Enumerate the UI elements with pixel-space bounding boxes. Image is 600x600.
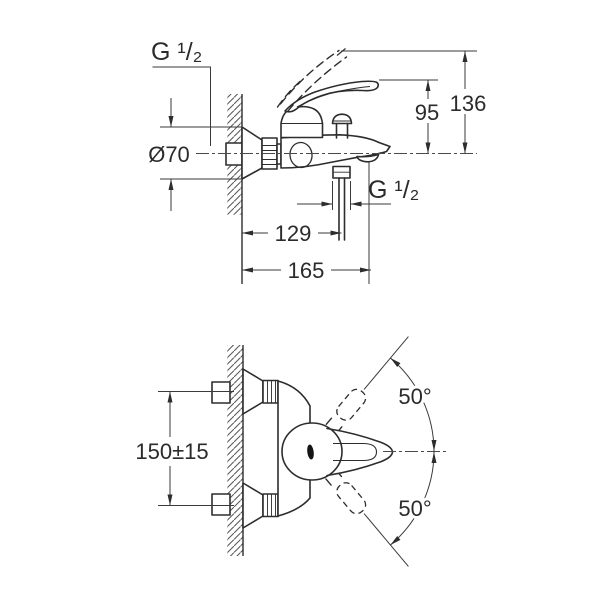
label-inlet-thread: G ¹/₂ xyxy=(151,38,202,66)
dimension-spacing-150: 150±15 xyxy=(135,391,234,506)
dimension-height-136: 136 xyxy=(341,50,487,154)
label-projection-165: 165 xyxy=(288,258,325,283)
aerator-outlet xyxy=(356,153,380,163)
label-swing-down: 50° xyxy=(398,496,431,521)
dimension-offset-129: 129 xyxy=(242,221,342,246)
mixer-body-front xyxy=(280,134,391,169)
wall-hatch-front xyxy=(227,94,243,284)
handle-raised-dashed xyxy=(276,48,348,112)
label-spacing-150: 150±15 xyxy=(135,439,208,464)
label-escutcheon-diameter: Ø70 xyxy=(148,142,190,167)
plan-view: 50° 50° 150±15 xyxy=(135,336,446,567)
diverter-knob xyxy=(331,113,353,139)
label-swing-up: 50° xyxy=(398,384,431,409)
handle-lever-plan xyxy=(281,422,394,481)
supply-fitting-lower xyxy=(211,493,231,516)
label-height-95: 95 xyxy=(415,100,439,125)
handle-swing-up-dashed xyxy=(325,336,409,434)
dimension-inlet-thread: G ¹/₂ xyxy=(151,38,211,146)
shower-outlet-pipe xyxy=(332,165,351,241)
label-height-136: 136 xyxy=(450,91,487,116)
dimension-shower-thread: G ¹/₂ xyxy=(297,176,419,210)
dimension-swing-up: 50° xyxy=(390,357,437,452)
dimension-swing-down: 50° xyxy=(390,451,437,546)
front-view: G ¹/₂ Ø70 95 136 xyxy=(148,38,486,284)
dimension-projection-165: 165 xyxy=(242,162,371,284)
dimension-escutcheon-diameter: Ø70 xyxy=(148,98,242,211)
escutcheon-union-lower xyxy=(242,482,279,529)
label-offset-129: 129 xyxy=(275,221,312,246)
escutcheon-union-upper xyxy=(242,368,279,415)
handle-lever-front xyxy=(284,80,380,113)
dimension-height-95: 95 xyxy=(379,79,439,154)
wall-hatch-plan xyxy=(227,345,244,556)
handle-index-dot xyxy=(307,444,314,460)
cartridge-dome-front xyxy=(280,105,324,139)
supply-fitting-upper xyxy=(211,381,231,404)
label-shower-thread: G ¹/₂ xyxy=(368,176,419,204)
